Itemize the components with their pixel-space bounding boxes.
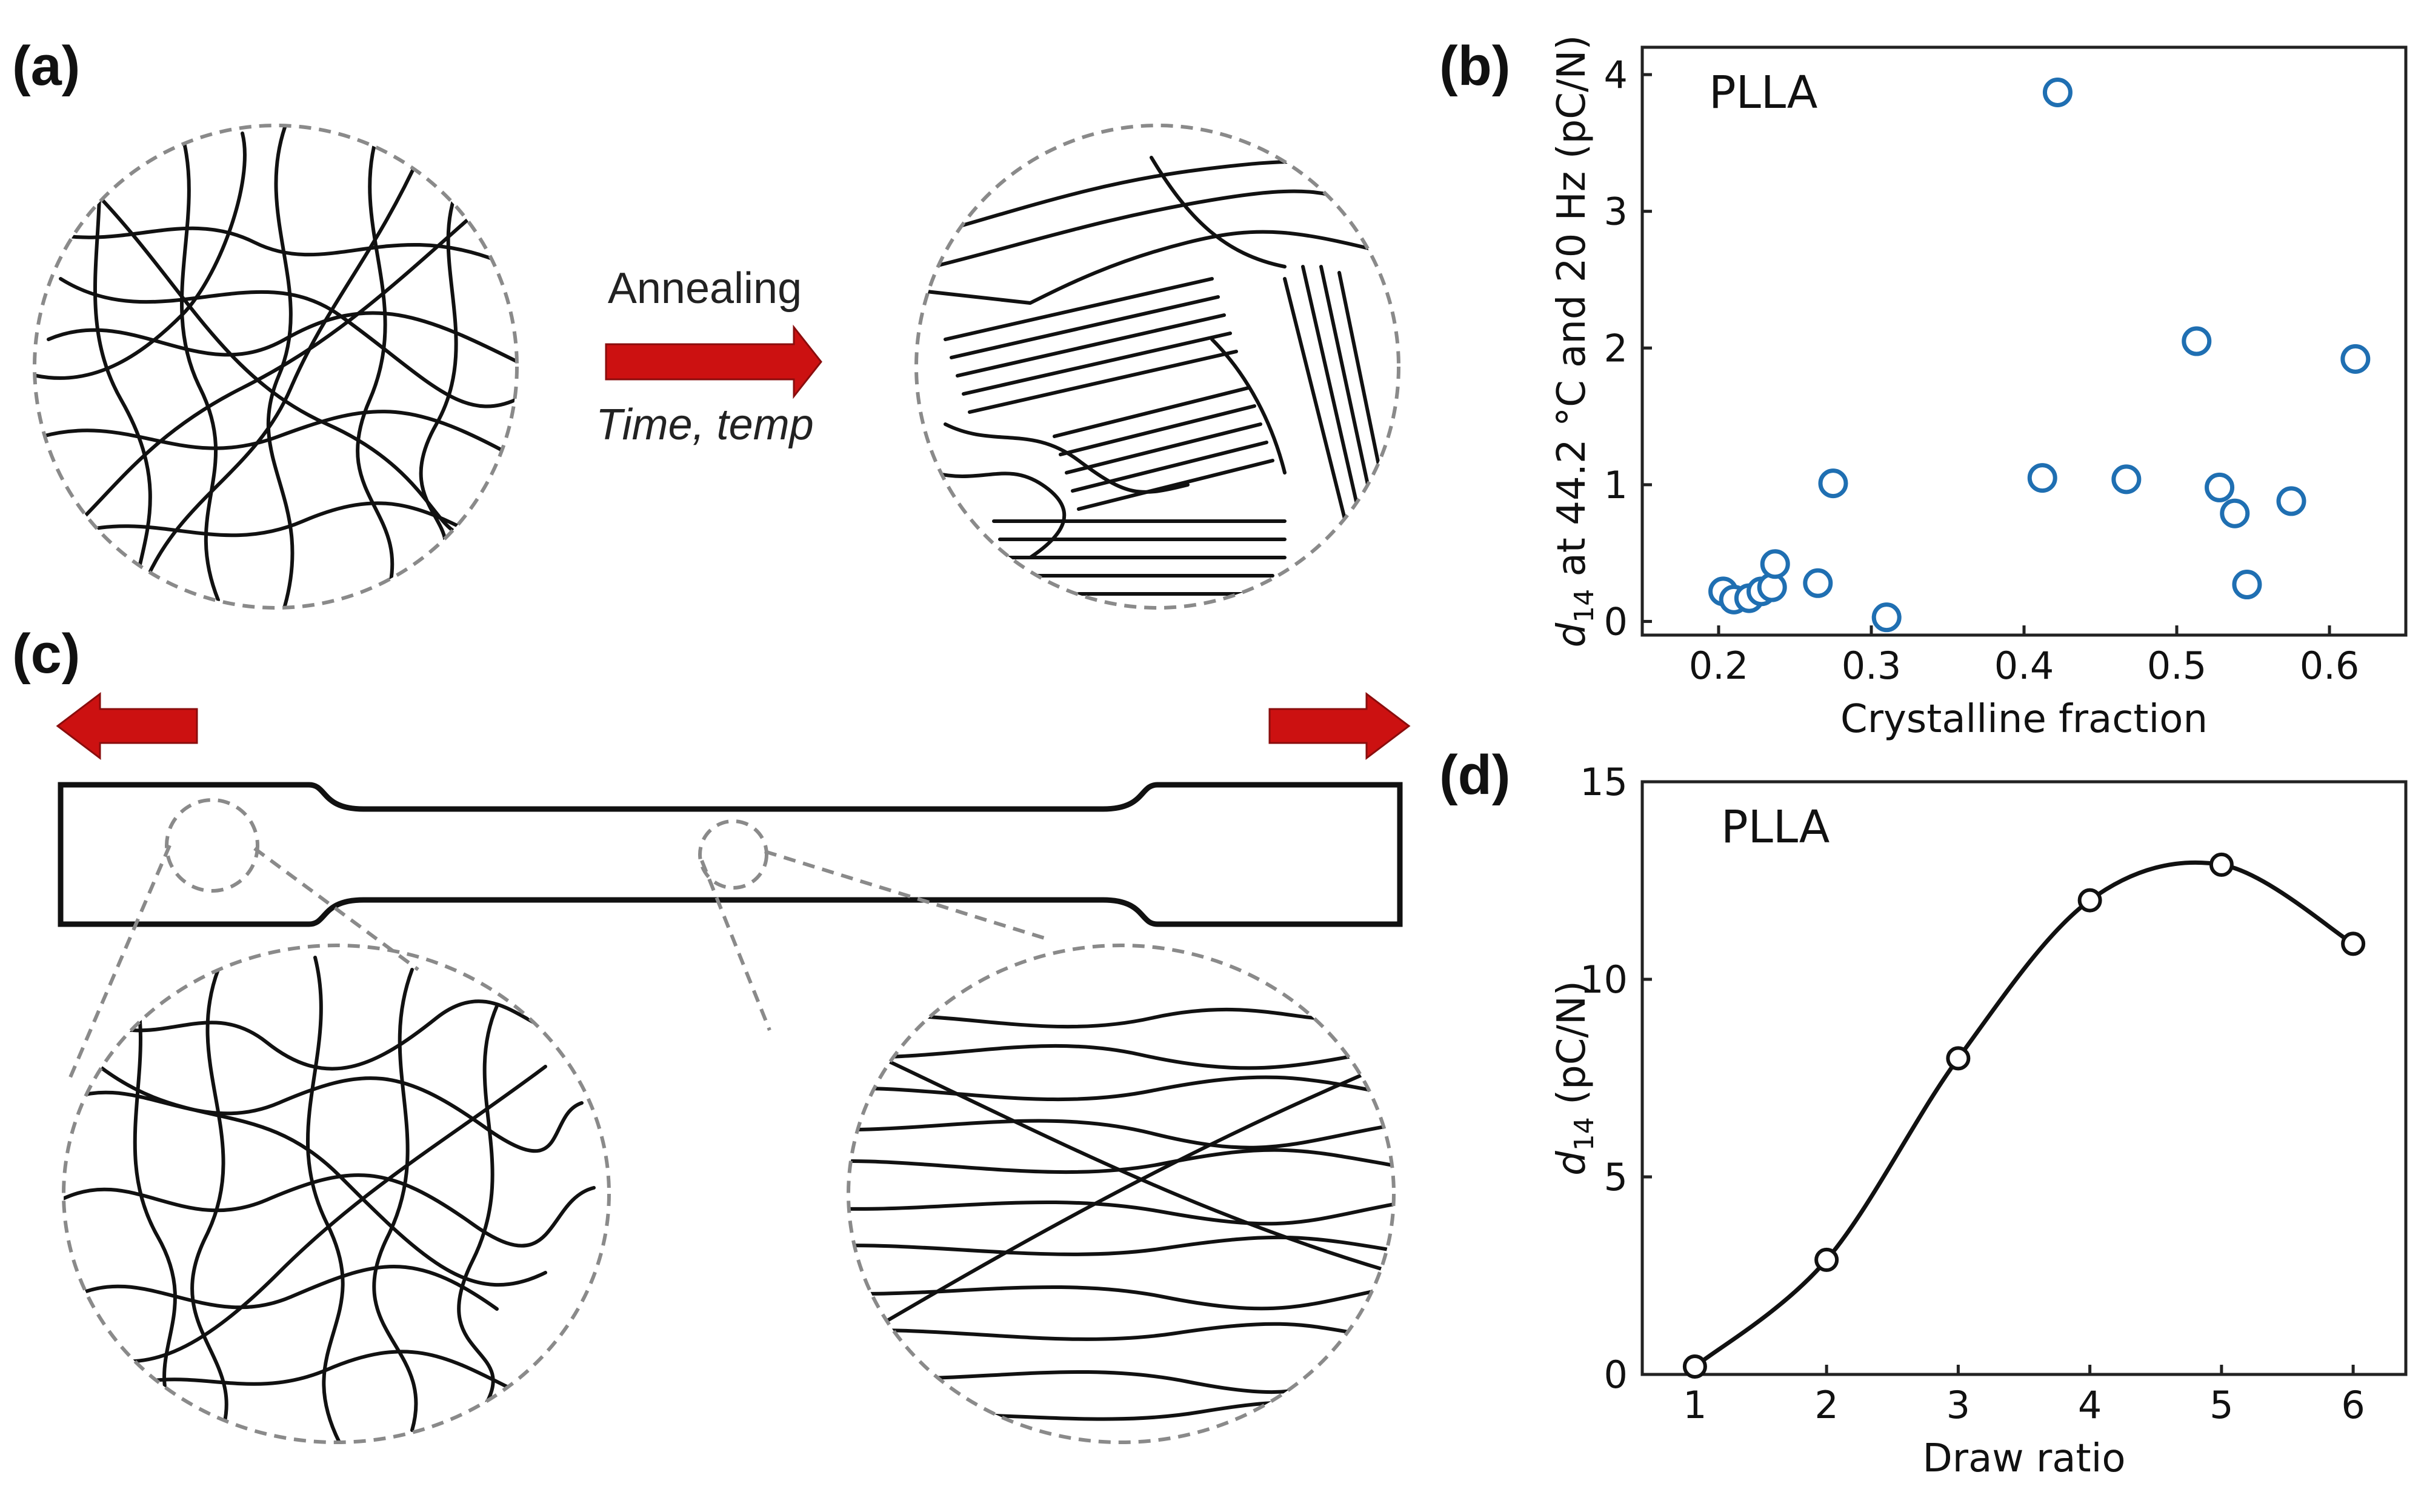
data-point — [2042, 77, 2073, 107]
y-tick-label: 0 — [1604, 1353, 1628, 1397]
data-point — [2182, 326, 2212, 356]
chart-title: PLLA — [1709, 67, 1818, 119]
data-point — [2027, 463, 2057, 493]
y-axis-label: d14 at 44.2 °C and 20 Hz (pC/N) — [1550, 35, 1600, 648]
y-axis-label: d14 (pC/N) — [1550, 981, 1600, 1176]
panel-d-label: (d) — [1439, 744, 1510, 806]
x-tick-label: 1 — [1683, 1383, 1706, 1427]
amorphous-chains-circle — [33, 124, 519, 610]
stretched-chains-circle — [847, 944, 1396, 1444]
y-tick-label: 2 — [1604, 326, 1628, 370]
data-point — [1760, 549, 1790, 579]
chart-title: PLLA — [1721, 801, 1830, 853]
x-tick-label: 2 — [1814, 1383, 1838, 1427]
series-line — [1693, 860, 2354, 1368]
x-axis-label: Draw ratio — [1922, 1436, 2125, 1481]
annealing-label: Annealing — [608, 264, 802, 313]
panel-c-label: (c) — [12, 623, 80, 685]
y-tick-label: 10 — [1580, 957, 1628, 1002]
data-point — [1814, 1247, 1839, 1272]
x-tick-label: 0.4 — [1994, 644, 2054, 688]
panel-b-label: (b) — [1439, 35, 1510, 97]
right-pull-arrow — [1268, 691, 1411, 761]
x-axis-label: Crystalline fraction — [1840, 697, 2208, 742]
crystalline-chains-circle — [914, 124, 1400, 610]
zoom-line-3 — [700, 859, 771, 1031]
specimen-zoom-left — [165, 798, 259, 893]
y-tick-label: 1 — [1604, 463, 1628, 507]
time-temp-label: Time, temp — [596, 401, 813, 449]
data-point — [1871, 602, 1902, 633]
left-pull-arrow — [56, 691, 198, 761]
annealing-arrow — [605, 324, 822, 399]
data-point — [2111, 464, 2142, 495]
chart-b-crystalline-fraction: 0.2 0.3 0.4 0.5 0.6 0 1 2 3 4 PLLA Crystalline frac… — [1550, 35, 2408, 742]
x-tick-label: 0.2 — [1689, 644, 1749, 688]
dogbone-specimen — [58, 782, 1403, 927]
x-tick-label: 0.6 — [2300, 644, 2360, 688]
zoom-line-4 — [764, 850, 1049, 941]
plot-frame — [1640, 45, 2408, 637]
panel-a: (a) Annealing Time — [12, 35, 1400, 610]
panel-a-label: (a) — [12, 35, 80, 97]
x-tick-label: 6 — [2341, 1383, 2365, 1427]
x-tick-label: 5 — [2209, 1383, 2233, 1427]
data-point — [1818, 468, 1848, 499]
x-tick-label: 0.3 — [1842, 644, 1902, 688]
data-point — [2220, 498, 2250, 528]
y-tick-label: 0 — [1604, 599, 1628, 644]
y-tick-label: 4 — [1604, 53, 1628, 97]
data-point — [2232, 570, 2262, 600]
data-point — [2209, 852, 2234, 877]
data-point — [2340, 344, 2371, 374]
data-point — [1682, 1354, 1707, 1379]
unstretched-chains-circle — [62, 944, 611, 1444]
plot-frame — [1640, 780, 2408, 1376]
data-point — [1946, 1046, 1971, 1071]
panel-b: (b) 0.2 0.3 0.4 0.5 0.6 0 1 2 3 4 PLLA Crystalline … — [1439, 35, 2408, 742]
data-point — [2205, 472, 2235, 502]
data-point — [2276, 486, 2306, 516]
panel-c: (c) — [12, 623, 1411, 1444]
specimen-zoom-right — [698, 819, 768, 890]
y-tick-label: 15 — [1580, 760, 1628, 804]
data-point — [2077, 888, 2102, 913]
zoom-line-1 — [68, 844, 171, 1080]
y-tick-label: 3 — [1604, 190, 1628, 234]
x-tick-label: 3 — [1946, 1383, 1970, 1427]
x-tick-label: 0.5 — [2147, 644, 2207, 688]
data-point — [2341, 931, 2366, 956]
data-point — [1803, 568, 1833, 598]
x-tick-label: 4 — [2078, 1383, 2102, 1427]
y-tick-label: 5 — [1604, 1155, 1628, 1199]
